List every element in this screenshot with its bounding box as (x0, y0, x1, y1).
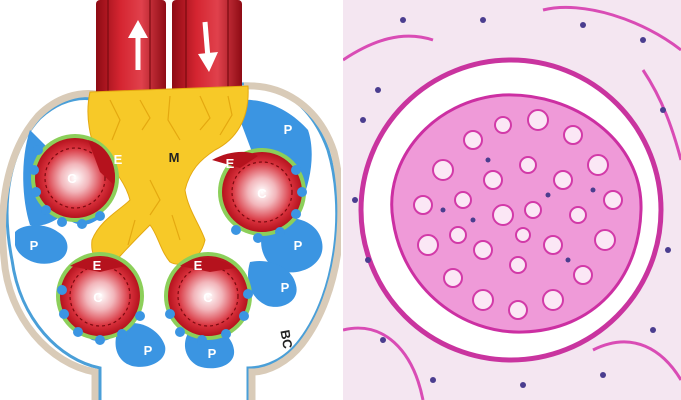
label-podocyte-6: P (208, 346, 217, 361)
label-bowmans-capsule: BC (277, 329, 295, 351)
capillary-lumens (413, 109, 623, 320)
label-endothelium-2: E (226, 156, 235, 171)
bowmans-capsule-parietal (0, 90, 99, 400)
label-endothelium-1: E (114, 152, 123, 167)
afferent-arteriole (96, 0, 166, 100)
label-capillary-4: C (203, 290, 213, 305)
label-endothelium-4: E (194, 258, 203, 273)
mesangium (87, 85, 249, 265)
bowmans-capsule-parietal-right (243, 82, 341, 400)
glomerulus-diagram: C C C C E E E E P P P P P P M BC (0, 0, 341, 400)
glomerulus-micrograph-panel (343, 0, 681, 400)
mesangial-branches (109, 95, 233, 246)
label-podocyte-5: P (144, 343, 153, 358)
capillary-loop-lower-left (56, 252, 144, 340)
cell-nuclei (352, 17, 671, 388)
label-capillary-2: C (257, 186, 267, 201)
label-endothelium-3: E (93, 258, 102, 273)
arrow-down-icon (198, 21, 218, 72)
label-podocyte-2: P (284, 122, 293, 137)
label-capillary-1: C (67, 171, 77, 186)
glomerulus-micrograph (343, 0, 681, 400)
label-podocyte-4: P (281, 280, 290, 295)
surrounding-tubules (343, 5, 681, 400)
label-mesangium: M (169, 150, 180, 165)
capillary-loop-upper-right (212, 148, 306, 236)
labels: C C C C E E E E P P P P P P (30, 122, 303, 361)
label-podocyte-1: P (30, 238, 39, 253)
capillary-loop-upper-left (31, 134, 119, 222)
vessel-wall-lines (107, 0, 229, 96)
glomerulus-diagram-panel: C C C C E E E E P P P P P P M BC (0, 0, 341, 400)
capillary-loop-lower-right (164, 252, 252, 340)
label-capillary-3: C (93, 290, 103, 305)
podocyte-foot-processes (29, 145, 307, 345)
label-podocyte-3: P (294, 238, 303, 253)
arrow-up-icon (128, 20, 148, 70)
